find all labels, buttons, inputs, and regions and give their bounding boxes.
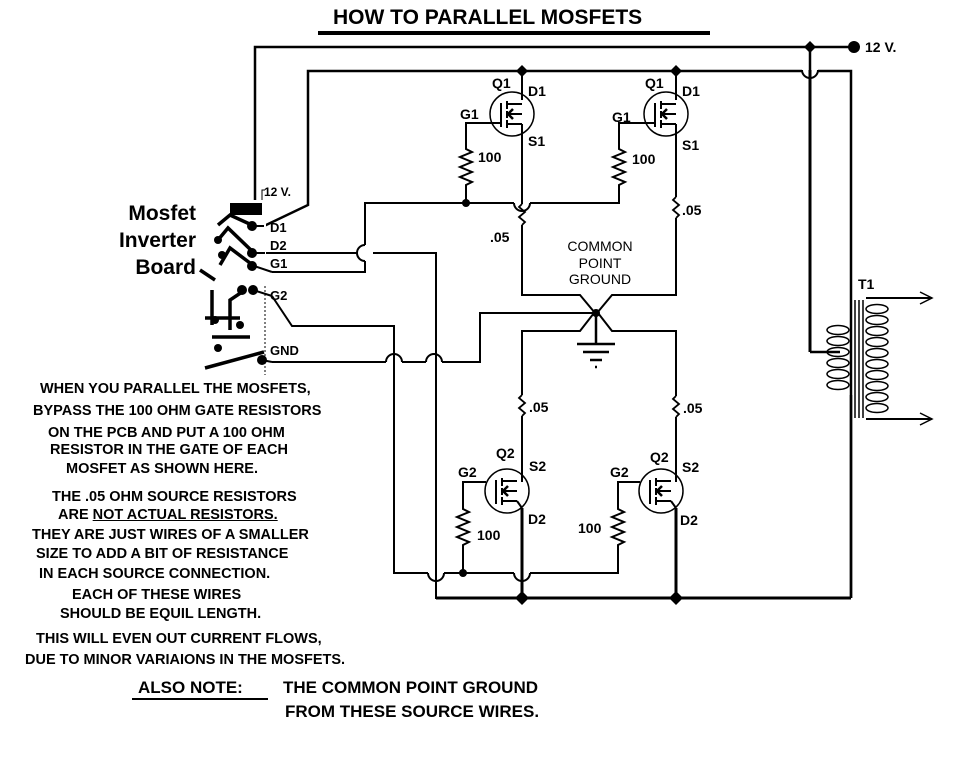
hop-g1 [356,244,366,262]
note-p2-l4: SIZE TO ADD A BIT OF RESISTANCE [36,546,289,562]
board-pin-d2: D2 [270,238,287,253]
gate1-bus [272,189,620,273]
q2-left-source: S2 [529,458,546,474]
q2-left-ref: Q2 [496,445,515,461]
source-res-q2-right [672,395,680,418]
junction-d2-left [515,591,529,605]
q1-left-gate-res: 100 [478,149,502,165]
also-note-label: ALSO NOTE: [138,678,243,697]
gate-resistor-q2-right [611,504,625,550]
board-pin-d1: D1 [270,220,287,235]
also-note-underline [132,698,268,700]
q1-right-source: S1 [682,137,699,153]
junction-g1 [462,199,470,207]
transformer-label: T1 [858,276,875,292]
common-ground-line2: POINT [579,255,622,271]
gate-resistor-q2-left [456,504,470,550]
q2-right-gate: G2 [610,464,629,480]
q1-left-drain: D1 [528,83,546,99]
note-p1-l2: BYPASS THE 100 OHM GATE RESISTORS [33,403,322,419]
mosfet-q1-left [465,71,536,204]
note-p2-l2: ARE NOT ACTUAL RESISTORS. [58,507,278,523]
note-p2-l2-prefix: ARE [58,507,93,523]
title-underline [318,31,710,35]
note-p2-l3: THEY ARE JUST WIRES OF A SMALLER [32,527,309,543]
source-res-q1-left [518,203,526,226]
mosfet-q1-right [618,71,690,197]
note-p3-l1: EACH OF THESE WIRES [72,587,242,603]
drain2-wire [265,252,851,599]
q1-right-gate: G1 [612,109,631,125]
ground-symbol [577,342,615,369]
also-note-line2: FROM THESE SOURCE WIRES. [285,702,540,721]
note-p2-l1: THE .05 OHM SOURCE RESISTORS [52,489,297,505]
note-p2-l2-underlined: NOT ACTUAL RESISTORS. [92,507,278,523]
note-p1-l1: WHEN YOU PARALLEL THE MOSFETS, [40,381,311,397]
source-wire-q1-left [521,225,596,314]
q1-left-gate: G1 [460,106,479,122]
note-p1-l4: RESISTOR IN THE GATE OF EACH [50,442,288,458]
page-title: HOW TO PARALLEL MOSFETS [333,6,643,29]
mosfet-q2-left [462,416,531,598]
source-res-q2-left [518,394,526,417]
source-wire-q1-right [596,218,677,314]
q2-left-drain: D2 [528,511,546,527]
source-res-q1-right [672,196,680,219]
q1-left-source: S1 [528,133,545,149]
q1-right-gate-res: 100 [632,151,656,167]
supply-terminal [848,41,860,53]
board-name-line1: Mosfet [128,202,196,225]
transformer-t1 [810,291,934,598]
board-pin-g1: G1 [270,256,287,271]
source-res-label-q2-right: .05 [683,400,703,416]
q2-right-drain: D2 [680,512,698,528]
note-p1-l5: MOSFET AS SHOWN HERE. [66,461,258,477]
supply-label: 12 V. [865,39,896,55]
note-p4-l2: DUE TO MINOR VARIAIONS IN THE MOSFETS. [25,652,346,668]
gate2-bus [271,295,619,582]
note-p3-l2: SHOULD BE EQUIL LENGTH. [60,606,262,622]
junction-d2-right [669,591,683,605]
note-p2-l5: IN EACH SOURCE CONNECTION. [39,566,271,582]
q2-right-ref: Q2 [650,449,669,465]
mosfet-q2-right [617,417,685,598]
source-wire-q2-left [521,312,595,395]
source-res-label-q1-right: .05 [682,202,702,218]
source-res-label-q1-left: .05 [490,229,510,245]
gate-resistor-q1-right [612,144,626,190]
q2-right-source: S2 [682,459,699,475]
source-res-label-q2-left: .05 [529,399,549,415]
source-wire-q2-right [597,312,677,396]
junction-g2 [459,569,467,577]
q2-left-gate-res: 100 [477,527,501,543]
board-name: Mosfet Inverter Board [96,200,196,281]
board-pin-12v: 12 V. [264,185,291,199]
drain1-rail [263,69,853,598]
note-p4-l1: THIS WILL EVEN OUT CURRENT FLOWS, [36,631,322,647]
also-note-line1: THE COMMON POINT GROUND [283,678,538,697]
note-p1-l3: ON THE PCB AND PUT A 100 OHM [48,425,285,441]
board-pin-g2: G2 [270,288,287,303]
gate-resistor-q1-left [459,144,473,190]
q1-left-ref: Q1 [492,75,511,91]
board-pin-gnd: GND [270,343,299,358]
common-ground-line3: GROUND [569,271,631,287]
q1-right-ref: Q1 [645,75,664,91]
common-ground-line1: COMMON [567,238,632,254]
q2-left-gate: G2 [458,464,477,480]
q2-right-gate-res: 100 [578,520,602,536]
board-name-line3: Board [135,256,196,279]
board-name-line2: Inverter [118,229,196,252]
supply-12v-rail [253,45,854,205]
gnd-wire [442,312,596,363]
q1-right-drain: D1 [682,83,700,99]
